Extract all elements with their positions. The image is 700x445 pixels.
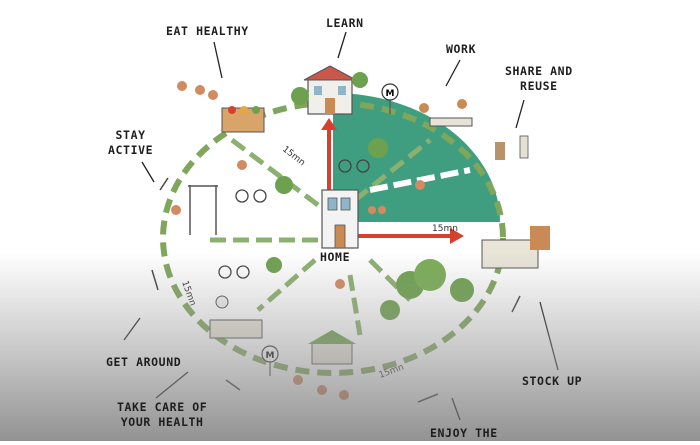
time-label-right: 15mn: [432, 224, 458, 234]
svg-text:M: M: [386, 89, 395, 99]
label-learn: LEARN: [326, 16, 364, 30]
home-building: [321, 189, 359, 249]
time-label-upper-left: 15mn: [280, 144, 307, 168]
time-label-left: 15mn: [179, 280, 197, 308]
share-shelf: [495, 135, 529, 160]
label-stock-up: STOCK UP: [522, 374, 583, 388]
school-building: [303, 65, 357, 115]
shop-stall: [481, 226, 550, 269]
red-arrows: [321, 118, 464, 244]
circular-path: [160, 100, 506, 376]
work-table: [419, 99, 473, 127]
label-work: WORK: [446, 42, 477, 56]
market-stall: [221, 106, 265, 133]
label-enjoy-the: ENJOY THE: [430, 426, 498, 440]
clinic: [209, 295, 263, 339]
metro-sign-top: M: [381, 83, 399, 114]
label-eat-healthy: EAT HEALTHY: [166, 24, 249, 38]
label-get-around: GET AROUND: [106, 355, 182, 369]
climbing-frame: [188, 185, 218, 235]
bottom-market: [308, 330, 356, 365]
svg-text:M: M: [266, 351, 275, 361]
label-home: HOME: [320, 250, 351, 264]
